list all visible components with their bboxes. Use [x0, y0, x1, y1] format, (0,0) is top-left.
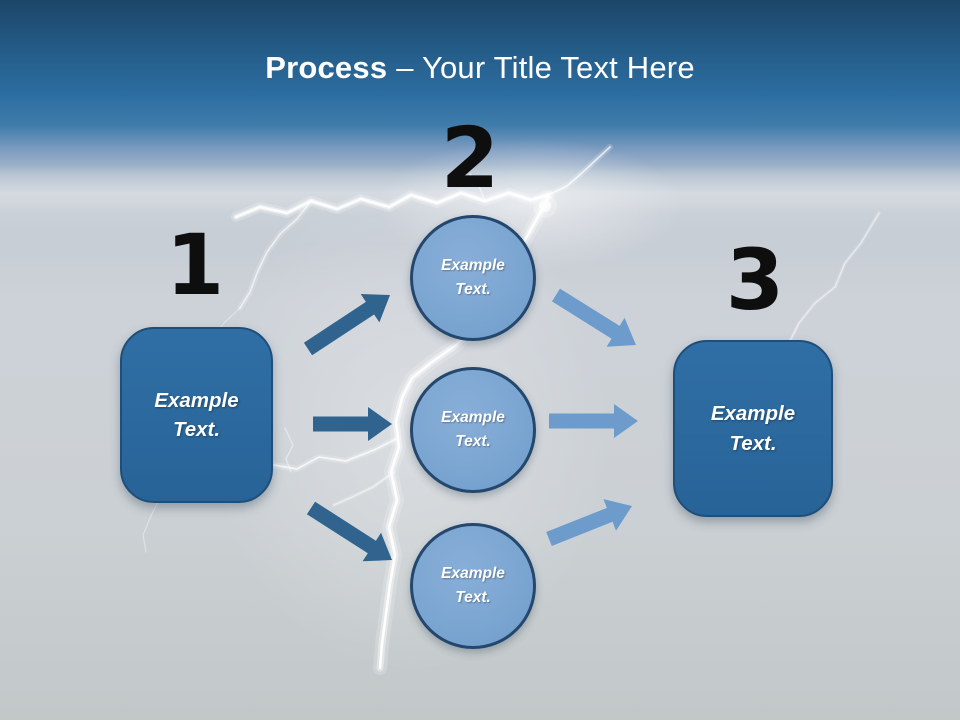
- step1-box-label-line2: Text.: [172, 418, 221, 441]
- slide-title: Process– Your Title Text Here: [0, 50, 960, 86]
- step-number-3: 3: [725, 231, 785, 329]
- step2-circle-middle: Example Text.: [410, 367, 536, 493]
- step1-box-label-line1: Example: [154, 388, 239, 412]
- step-number-2: 2: [440, 109, 500, 207]
- circle-middle-label-line1: Example: [441, 408, 505, 426]
- circle-bottom-label-line2: Text.: [455, 589, 491, 606]
- step2-circle-top: Example Text.: [410, 215, 536, 341]
- step-number-1: 1: [165, 216, 225, 314]
- step1-box: Example Text.: [120, 327, 273, 503]
- title-emphasis: Process: [265, 50, 388, 85]
- step3-box: Example Text.: [673, 340, 833, 517]
- step3-box-label-line1: Example: [710, 402, 796, 426]
- circle-bottom-label-line1: Example: [441, 564, 505, 582]
- circle-top-label-line2: Text.: [455, 281, 491, 298]
- title-rest: – Your Title Text Here: [396, 50, 695, 85]
- circle-top-label-line1: Example: [441, 256, 505, 274]
- step3-box-label-line2: Text.: [729, 431, 777, 455]
- circle-middle-label-line2: Text.: [455, 433, 491, 450]
- step2-circle-bottom: Example Text.: [410, 523, 536, 649]
